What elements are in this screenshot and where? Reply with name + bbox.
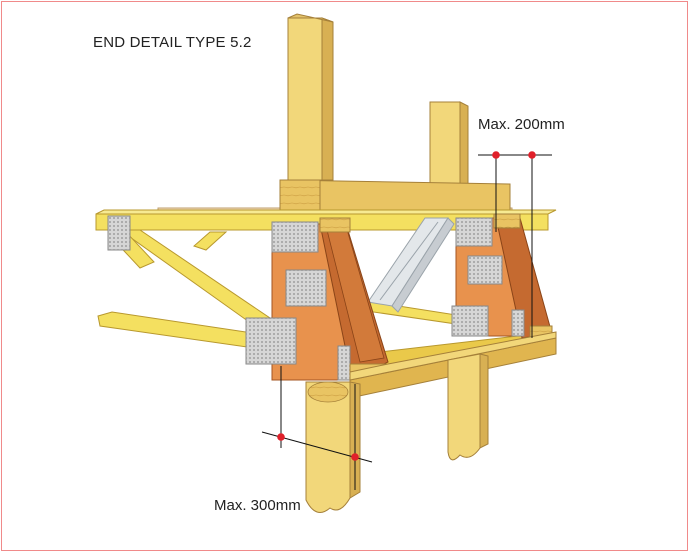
diagram-title: END DETAIL TYPE 5.2 (93, 34, 252, 51)
dimension-marker (528, 151, 536, 159)
short-post (429, 101, 469, 201)
web-members (111, 229, 272, 325)
metal-web-hanger (367, 217, 455, 313)
support-post-left (305, 381, 361, 513)
dimension-label-top: Max. 200mm (478, 116, 565, 133)
end-block-left (245, 217, 389, 383)
end-block-right (451, 213, 553, 341)
bearer-beam (279, 179, 511, 216)
tall-post (287, 13, 334, 181)
nail-plate-left (107, 215, 131, 251)
dimension-marker (492, 151, 500, 159)
dimension-label-bottom: Max. 300mm (214, 497, 301, 514)
support-post-right (447, 353, 489, 461)
dimension-marker (277, 433, 285, 441)
dimension-marker (351, 453, 359, 461)
dimension-top (478, 151, 552, 338)
dimension-bottom (261, 366, 373, 490)
